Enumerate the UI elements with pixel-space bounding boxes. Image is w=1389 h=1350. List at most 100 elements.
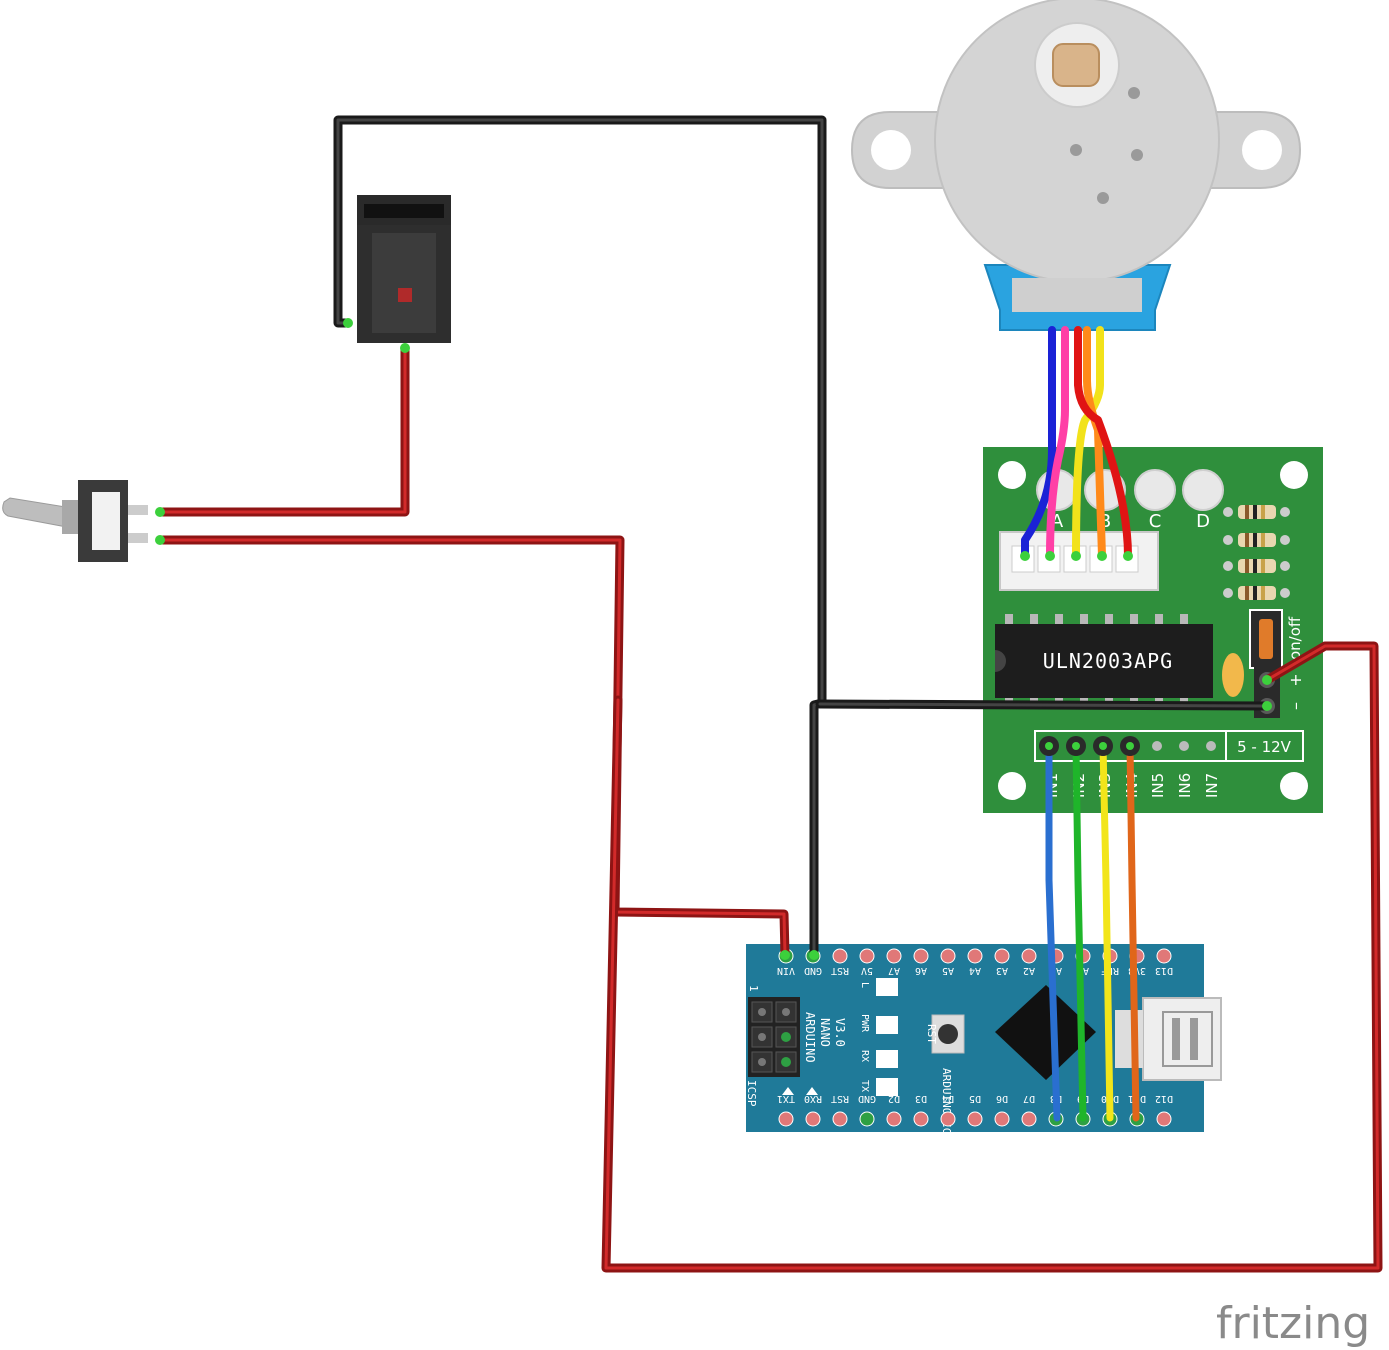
bottom-pin-label-d12: D12 [1155,1093,1173,1104]
top-pin-label-a6: A6 [915,965,927,976]
motor-screw [1128,87,1140,99]
driver-board: A B C D [983,447,1323,813]
motor-screw [1097,192,1109,204]
bottom-pin-rst [832,1111,848,1127]
bottom-pin-label-tx1: TX1 [777,1093,795,1104]
board-name-line-1: ARDUINO [803,1012,817,1063]
onoff-jumper: on/off [1249,609,1304,669]
icsp-label: ICSP [745,1080,758,1107]
bottom-pin-d5 [967,1111,983,1127]
pcb-mount-hole [1280,772,1308,800]
signal-wire-in3[interactable] [1099,742,1114,1122]
icsp-pin1-label: 1 [747,985,760,992]
stepper-motor [850,0,1302,331]
led-l [876,978,898,996]
signal-wire-in2[interactable] [1072,742,1087,1122]
top-pin-a5 [940,948,956,964]
input-label-in7: IN7 [1203,773,1221,798]
top-pin-a3 [994,948,1010,964]
motor-mount-hole-right [1242,130,1282,170]
motor-screw [1070,144,1082,156]
minus-label: – [1286,702,1305,710]
motor-wire-orange [1083,326,1106,560]
wire-endpoints [155,318,1272,960]
bottom-pin-label-d4: D4 [942,1093,954,1104]
led-label-l: L [859,982,870,988]
input-header: 5 - 12V [1034,730,1304,762]
arrow-marker [782,1087,794,1095]
motor-gray-neck [1012,278,1142,312]
bottom-pin-d6 [994,1111,1010,1127]
led-label-tx: TX [859,1080,870,1092]
top-pin-label-a4: A4 [969,965,981,976]
bottom-pin-label-gnd: GND [858,1093,876,1104]
fritzing-logo: fritzing [1216,1298,1370,1349]
board-name-line-3: V3.0 [833,1018,847,1047]
signal-wire-in4[interactable] [1126,742,1140,1122]
top-pin-label-vin: VIN [777,965,795,976]
switch-lever[interactable] [2,497,73,529]
bottom-pin-gnd [859,1111,875,1127]
top-pin-label-d13: D13 [1155,965,1173,976]
bottom-pin-d3 [913,1111,929,1127]
capacitor [1222,653,1244,697]
led-tx [876,1078,898,1096]
signal-wire-in1[interactable] [1045,742,1061,1122]
bottom-pin-d7 [1021,1111,1037,1127]
led-label-pwr: PWR [859,1014,870,1033]
usb-connector [1142,997,1222,1081]
plus-label: + [1286,673,1305,686]
wire-switch-to-vin[interactable] [158,535,790,960]
bottom-pin-tx1 [778,1111,794,1127]
bottom-pin-d2 [886,1111,902,1127]
top-pin-label-gnd: GND [804,965,822,976]
dc-barrel-jack [357,195,451,343]
pcb-mount-hole [1280,461,1308,489]
top-pin-label-a1: A1 [1050,965,1062,976]
top-pin-5v [859,948,875,964]
bottom-pin-label-d5: D5 [969,1093,981,1104]
onoff-label: on/off [1286,616,1304,660]
uln2003-chip: ULN2003APG [995,614,1213,708]
pcb-mount-hole [998,461,1026,489]
bottom-pin-label-d7: D7 [1023,1093,1035,1104]
toggle-switch[interactable] [2,480,148,562]
motor-wire-blue [1021,326,1056,560]
led-rx [876,1050,898,1068]
top-pin-a6 [913,948,929,964]
motor-mount-hole-left [871,130,911,170]
top-pin-label-rst: RST [831,965,849,976]
bottom-pin-label-d3: D3 [915,1093,927,1104]
reset-button[interactable] [931,1014,965,1054]
top-pin-d13 [1156,948,1172,964]
led-label-rx: RX [859,1050,870,1062]
bottom-pin-label-d6: D6 [996,1093,1008,1104]
wires [158,115,1383,1273]
led-label-d: D [1196,511,1210,532]
pcb-mount-hole [998,772,1026,800]
top-pin-a2 [1021,948,1037,964]
reset-label: RST [925,1024,938,1044]
wire-jack-to-switch[interactable] [158,345,410,517]
top-pin-label-5v: 5V [861,965,873,976]
board-name-line-2: NANO [818,1018,832,1047]
icsp-header [748,997,800,1077]
top-pin-label-a7: A7 [888,965,900,976]
motor-wire-red [1074,326,1132,560]
top-pin-a4 [967,948,983,964]
input-label-in5: IN5 [1149,773,1167,798]
top-pin-label-a3: A3 [996,965,1008,976]
bottom-pin-label-d2: D2 [888,1093,900,1104]
bottom-pin-label-rx0: RX0 [804,1093,822,1104]
bottom-pin-rx0 [805,1111,821,1127]
voltage-label: 5 - 12V [1237,738,1292,756]
resistor-array [1223,505,1290,600]
motor-screw [1131,149,1143,161]
led-d [1182,469,1224,511]
bottom-pin-label-rst: RST [831,1093,849,1104]
led-c [1134,469,1176,511]
chip-label: ULN2003APG [1043,649,1173,673]
motor-wire-yellow [1072,326,1104,560]
